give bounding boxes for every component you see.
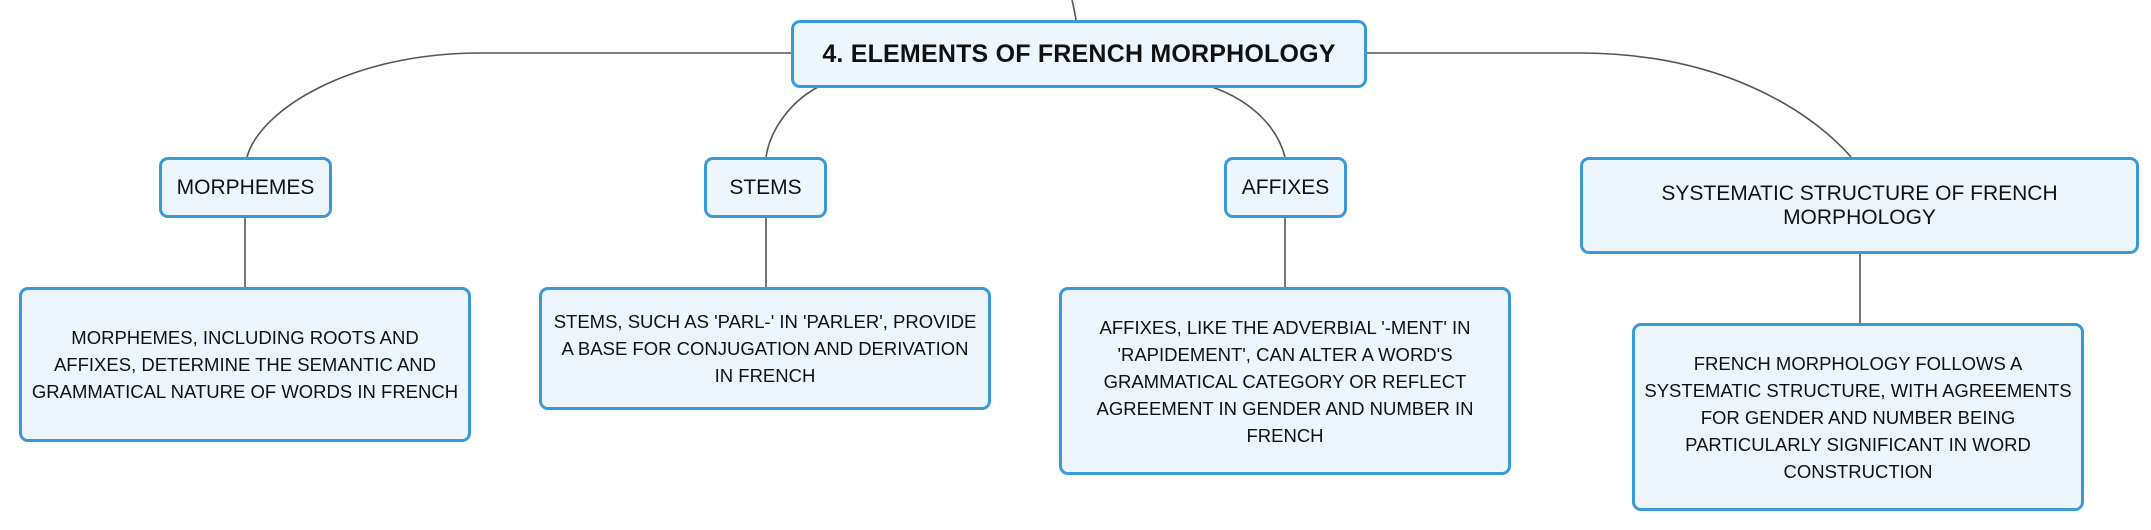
detail-text-stems: STEMS, SUCH AS 'PARL-' IN 'PARLER', PROV… <box>553 311 977 386</box>
root-topic-node[interactable]: 4. ELEMENTS OF FRENCH MORPHOLOGY <box>791 20 1367 88</box>
branch-label-systematic-structure: SYSTEMATIC STRUCTURE OF FRENCH MORPHOLOG… <box>1661 181 2058 229</box>
connector-root-to-affixes <box>1211 86 1286 158</box>
branch-label-affixes: AFFIXES <box>1241 175 1330 199</box>
detail-text-systematic-structure: FRENCH MORPHOLOGY FOLLOWS A SYSTEMATIC S… <box>1644 352 2072 482</box>
detail-text-affixes: AFFIXES, LIKE THE ADVERBIAL '-MENT' IN '… <box>1096 316 1474 446</box>
detail-node-affixes[interactable]: AFFIXES, LIKE THE ADVERBIAL '-MENT' IN '… <box>1059 287 1511 475</box>
detail-node-systematic-structure[interactable]: FRENCH MORPHOLOGY FOLLOWS A SYSTEMATIC S… <box>1632 323 2084 511</box>
branch-node-affixes[interactable]: AFFIXES <box>1224 157 1347 218</box>
detail-text-morphemes: MORPHEMES, INCLUDING ROOTS AND AFFIXES, … <box>31 327 459 402</box>
connector-parent-to-root <box>1071 0 1077 21</box>
branch-label-stems: STEMS <box>729 175 802 199</box>
detail-node-stems[interactable]: STEMS, SUCH AS 'PARL-' IN 'PARLER', PROV… <box>539 287 991 410</box>
branch-label-morphemes: MORPHEMES <box>176 175 315 199</box>
branch-node-stems[interactable]: STEMS <box>704 157 827 218</box>
root-topic-label: 4. ELEMENTS OF FRENCH MORPHOLOGY <box>822 39 1336 68</box>
connector-root-to-systematic <box>1364 52 1852 158</box>
branch-node-systematic-structure[interactable]: SYSTEMATIC STRUCTURE OF FRENCH MORPHOLOG… <box>1580 157 2139 254</box>
branch-node-morphemes[interactable]: MORPHEMES <box>159 157 332 218</box>
detail-node-morphemes[interactable]: MORPHEMES, INCLUDING ROOTS AND AFFIXES, … <box>19 287 471 442</box>
connector-root-to-stems <box>765 86 819 158</box>
connector-root-to-morphemes <box>246 52 792 158</box>
